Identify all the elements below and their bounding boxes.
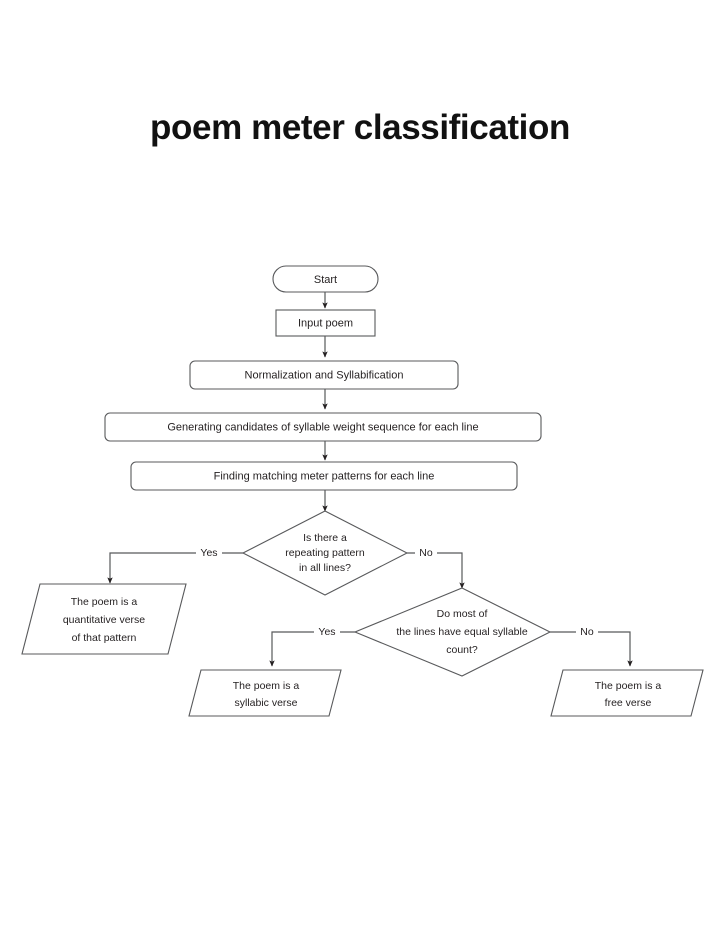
- node-decision-repeating-pattern-line-1: Is there a: [303, 532, 347, 544]
- node-generating-candidates-label: Generating candidates of syllable weight…: [167, 421, 478, 433]
- edge-decision1-no-to-decision2: No: [407, 546, 465, 589]
- node-normalization-label: Normalization and Syllabification: [245, 369, 404, 381]
- node-finding-matching-label: Finding matching meter patterns for each…: [214, 470, 435, 482]
- node-output-quantitative-verse-line-1: The poem is a: [71, 596, 138, 608]
- node-decision-equal-syllable-count-line-2: the lines have equal syllable: [396, 626, 527, 638]
- node-start-label: Start: [314, 274, 337, 286]
- node-decision-repeating-pattern[interactable]: Is there a repeating pattern in all line…: [241, 510, 409, 596]
- edge-label-no-1: No: [419, 547, 433, 559]
- node-decision-equal-syllable-count-line-1: Do most of: [437, 608, 488, 620]
- node-output-syllabic-verse[interactable]: The poem is a syllabic verse: [188, 669, 342, 717]
- node-decision-repeating-pattern-line-2: repeating pattern: [285, 547, 365, 559]
- node-output-syllabic-verse-line-2: syllabic verse: [234, 697, 297, 709]
- edge-decision2-yes-to-syllabic: Yes: [269, 625, 355, 667]
- edge-decision2-no-to-free: No: [550, 625, 633, 667]
- edge-label-yes-1: Yes: [200, 547, 217, 559]
- node-decision-equal-syllable-count[interactable]: Do most of the lines have equal syllable…: [353, 587, 552, 677]
- node-output-free-verse[interactable]: The poem is a free verse: [550, 669, 704, 717]
- edge-label-yes-2: Yes: [318, 626, 335, 638]
- node-output-syllabic-verse-line-1: The poem is a: [233, 680, 300, 692]
- edge-label-no-2: No: [580, 626, 594, 638]
- node-output-free-verse-line-1: The poem is a: [595, 680, 662, 692]
- node-input-poem-label: Input poem: [298, 317, 353, 329]
- node-decision-repeating-pattern-line-3: in all lines?: [299, 562, 351, 574]
- node-output-quantitative-verse-line-3: of that pattern: [72, 632, 137, 644]
- node-output-quantitative-verse[interactable]: The poem is a quantitative verse of that…: [21, 583, 187, 655]
- node-decision-equal-syllable-count-line-3: count?: [446, 644, 478, 656]
- node-output-free-verse-line-2: free verse: [605, 697, 652, 709]
- node-normalization[interactable]: Normalization and Syllabification: [189, 360, 459, 390]
- node-input-poem[interactable]: Input poem: [275, 309, 376, 337]
- node-generating-candidates[interactable]: Generating candidates of syllable weight…: [104, 412, 542, 442]
- page-title: poem meter classification: [150, 108, 570, 147]
- node-finding-matching[interactable]: Finding matching meter patterns for each…: [130, 461, 518, 491]
- node-output-quantitative-verse-line-2: quantitative verse: [63, 614, 145, 626]
- edge-decision1-yes-to-quantitative: Yes: [107, 546, 243, 584]
- node-start[interactable]: Start: [272, 265, 379, 293]
